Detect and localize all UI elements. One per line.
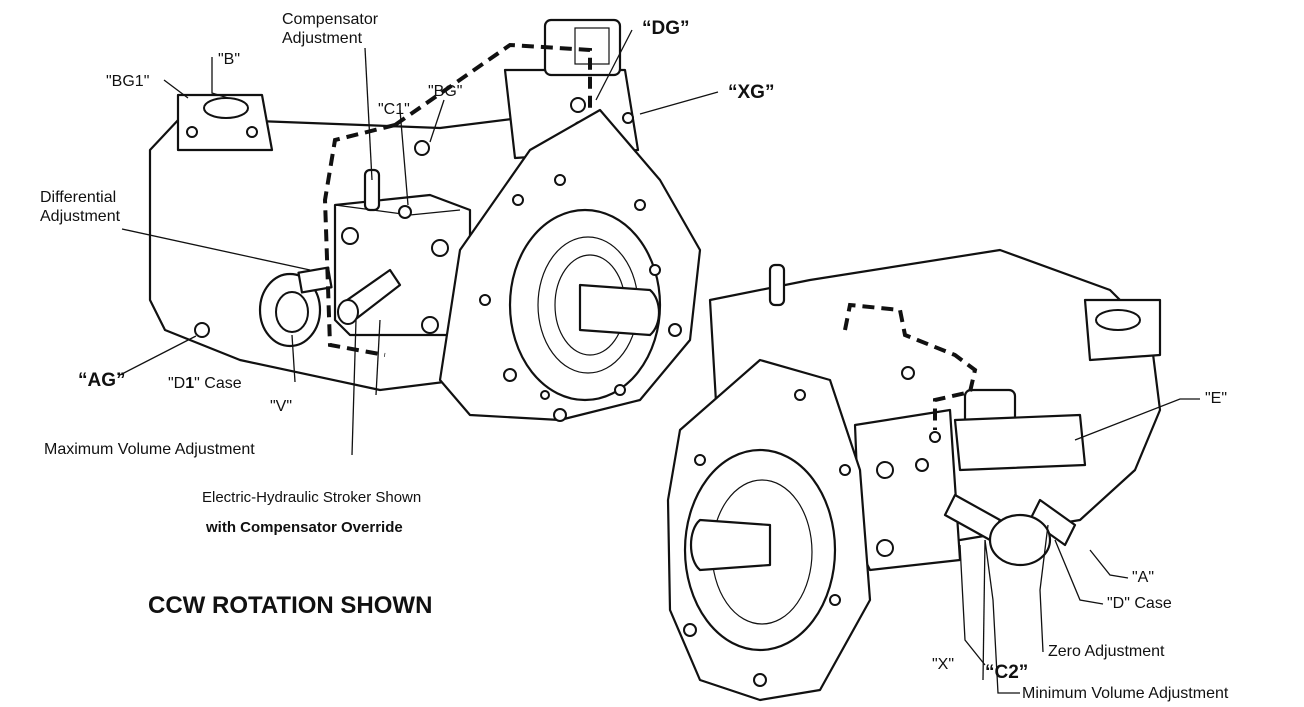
minimum-volume-adjustment-label: Minimum Volume Adjustment [1022, 685, 1229, 702]
port-bg-label: "BG" [428, 83, 463, 100]
port-bg1-label: "BG1" [106, 73, 150, 90]
port-d-case-label: "D" Case [1107, 595, 1172, 612]
right-stroker-block [853, 408, 962, 572]
left-pump [148, 18, 702, 422]
port-xg-label: “XG” [728, 82, 775, 103]
port-v-label: "V" [270, 398, 293, 415]
zero-adjustment-label: Zero Adjustment [1048, 643, 1165, 660]
stroker-caption: Electric-Hydraulic Stroker Shown [202, 489, 422, 506]
right-leader-lines [959, 398, 1200, 694]
port-dg-label: “DG” [642, 18, 690, 39]
compensator-adjustment-label: Compensator Adjustment [282, 11, 379, 47]
differential-adjustment-label: Differential Adjustment [40, 189, 121, 225]
right-pump [666, 248, 1162, 702]
rotation-caption: CCW ROTATION SHOWN [148, 592, 433, 619]
port-d1-label: "D1" Case [168, 375, 242, 392]
port-b-label: "B" [218, 51, 241, 68]
port-c1-label: "C1" [378, 101, 410, 118]
port-ag [194, 322, 210, 338]
left-pilot-line [322, 42, 592, 357]
maximum-volume-adjustment-label: Maximum Volume Adjustment [44, 441, 255, 458]
port-c2-label: “C2” [985, 662, 1029, 683]
left-leader-lines [119, 29, 719, 456]
port-x-label: "X" [932, 656, 955, 673]
port-e-label: "E" [1205, 390, 1228, 407]
stroker-caption-bold: with Compensator Override [206, 519, 403, 536]
port-ag-label: “AG” [78, 370, 126, 391]
port-a-label: "A" [1132, 569, 1155, 586]
right-pilot-line [843, 302, 978, 430]
port-d1-number: 1 [185, 375, 195, 392]
port-b [203, 97, 249, 119]
